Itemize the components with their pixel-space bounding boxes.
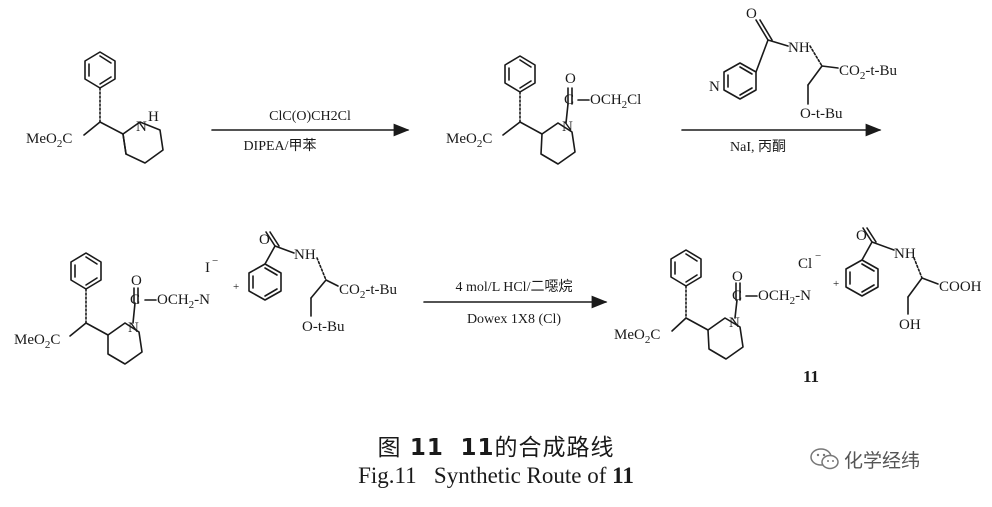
svg-text:MeO2C: MeO2C <box>14 332 60 351</box>
svg-text:MeO2C: MeO2C <box>614 327 660 346</box>
svg-text:NH: NH <box>894 246 916 262</box>
svg-text:OCH2Cl: OCH2Cl <box>590 92 641 111</box>
svg-text:N: N <box>128 320 139 336</box>
svg-text:O: O <box>131 273 142 289</box>
step2-reagent-bottom: NaI, 丙酮 <box>730 140 786 155</box>
svg-text:MeO2C: MeO2C <box>26 131 72 150</box>
svg-text:O: O <box>856 228 867 244</box>
compound-number-label: 11 <box>803 367 819 386</box>
wechat-icon <box>810 447 840 476</box>
svg-text:O: O <box>732 269 743 285</box>
carbonyl-o-label: O <box>565 71 576 87</box>
step1-reagent-bottom: DIPEA/甲苯 <box>243 137 316 154</box>
svg-text:OCH2-N: OCH2-N <box>758 288 811 307</box>
oh-label: OH <box>899 317 921 333</box>
carbamate-intermediate-structure <box>502 55 590 165</box>
svg-text:+: + <box>233 281 239 293</box>
step3-reagent-top: 4 mol/L HCl/二噁烷 <box>456 279 573 295</box>
svg-text:CO2-t-Bu: CO2-t-Bu <box>839 63 898 82</box>
amide-nh-label: NH <box>788 40 810 56</box>
svg-text:N: N <box>729 315 740 331</box>
svg-text:NH: NH <box>294 247 316 263</box>
starting-material-structure <box>83 51 164 164</box>
caption-chinese: 图 11 11的合成路线 <box>377 435 615 461</box>
nh-h-label: H <box>148 109 159 125</box>
svg-text:−: − <box>815 250 821 262</box>
svg-text:O: O <box>746 6 757 22</box>
pyridinium-iodide-structure <box>69 231 339 365</box>
reaction-scheme: MeO2C N H ClC(O)CH2Cl DIPEA/甲苯 MeO2C N O… <box>14 6 982 386</box>
meo2c-label: MeO <box>26 131 57 147</box>
step3-reagent-bottom: Dowex 1X8 (Cl) <box>467 312 561 327</box>
otbu-label: O-t-Bu <box>800 106 843 122</box>
svg-text:−: − <box>212 255 218 267</box>
svg-text:C: C <box>732 288 742 304</box>
svg-text:+: + <box>833 278 839 290</box>
och2cl-label: OCH <box>590 92 622 108</box>
svg-text:OCH2-N: OCH2-N <box>157 292 210 311</box>
caption-english: Fig.11 Synthetic Route of 11 <box>358 463 634 488</box>
compound-11-structure <box>670 227 939 360</box>
nh-label: N <box>136 119 147 135</box>
svg-text:MeO2C: MeO2C <box>446 131 492 150</box>
chloride-label: Cl <box>798 256 812 272</box>
svg-text:C: C <box>130 292 140 308</box>
watermark-text: 化学经纬 <box>844 450 921 472</box>
nicotinoyl-serine-reagent-structure <box>723 19 839 105</box>
watermark: 化学经纬 <box>810 446 920 476</box>
step1-reagent-top: ClC(O)CH2Cl <box>269 109 351 124</box>
cooh-label: COOH <box>939 279 982 295</box>
svg-text:O: O <box>259 232 270 248</box>
svg-text:C: C <box>564 92 574 108</box>
iodide-label: I <box>205 260 210 276</box>
svg-text:O-t-Bu: O-t-Bu <box>302 319 345 335</box>
carbamate-n-label: N <box>562 119 573 135</box>
svg-text:CO2-t-Bu: CO2-t-Bu <box>339 282 398 301</box>
pyridine-n-label: N <box>709 79 720 95</box>
